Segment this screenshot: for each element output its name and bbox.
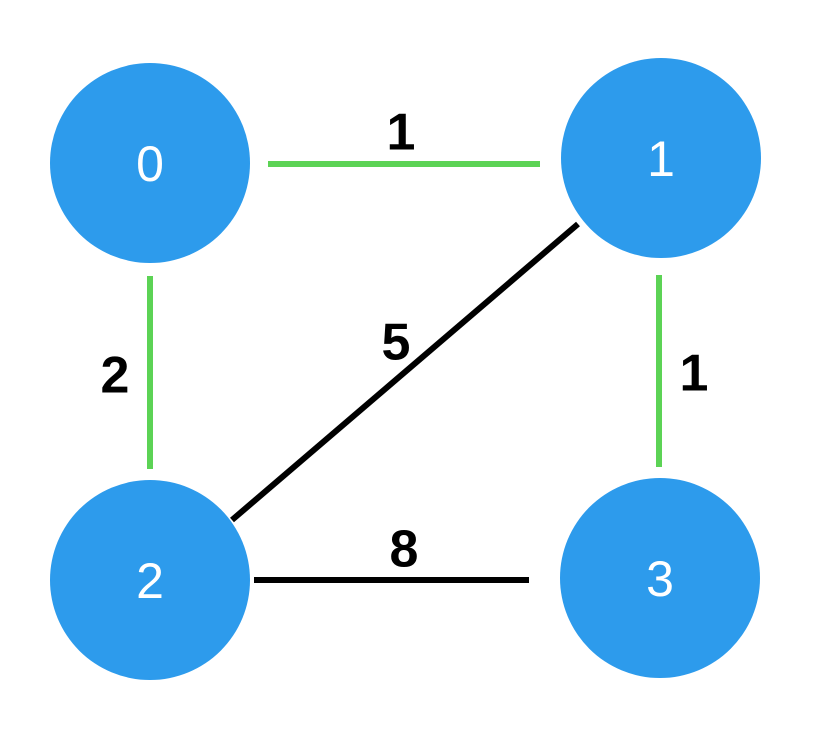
node-label-2: 2	[136, 553, 164, 609]
node-circle-3[interactable]	[560, 478, 760, 678]
node-label-0: 0	[136, 136, 164, 192]
node-circle-2[interactable]	[50, 480, 250, 680]
node-3[interactable]: 3	[560, 478, 760, 678]
edge-weight-1-3: 1	[680, 345, 709, 403]
node-2[interactable]: 2	[50, 480, 250, 680]
edge-1-2	[230, 221, 580, 523]
edge-weight-0-1: 1	[387, 104, 416, 162]
node-1[interactable]: 1	[561, 58, 761, 258]
edge-weight-1-2: 5	[382, 314, 411, 372]
node-label-1: 1	[647, 131, 675, 187]
node-0[interactable]: 0	[50, 63, 250, 263]
node-circle-1[interactable]	[561, 58, 761, 258]
node-label-3: 3	[646, 551, 674, 607]
node-circle-0[interactable]	[50, 63, 250, 263]
edge-weight-2-3: 8	[390, 521, 419, 579]
edge-weight-0-2: 2	[101, 347, 130, 405]
